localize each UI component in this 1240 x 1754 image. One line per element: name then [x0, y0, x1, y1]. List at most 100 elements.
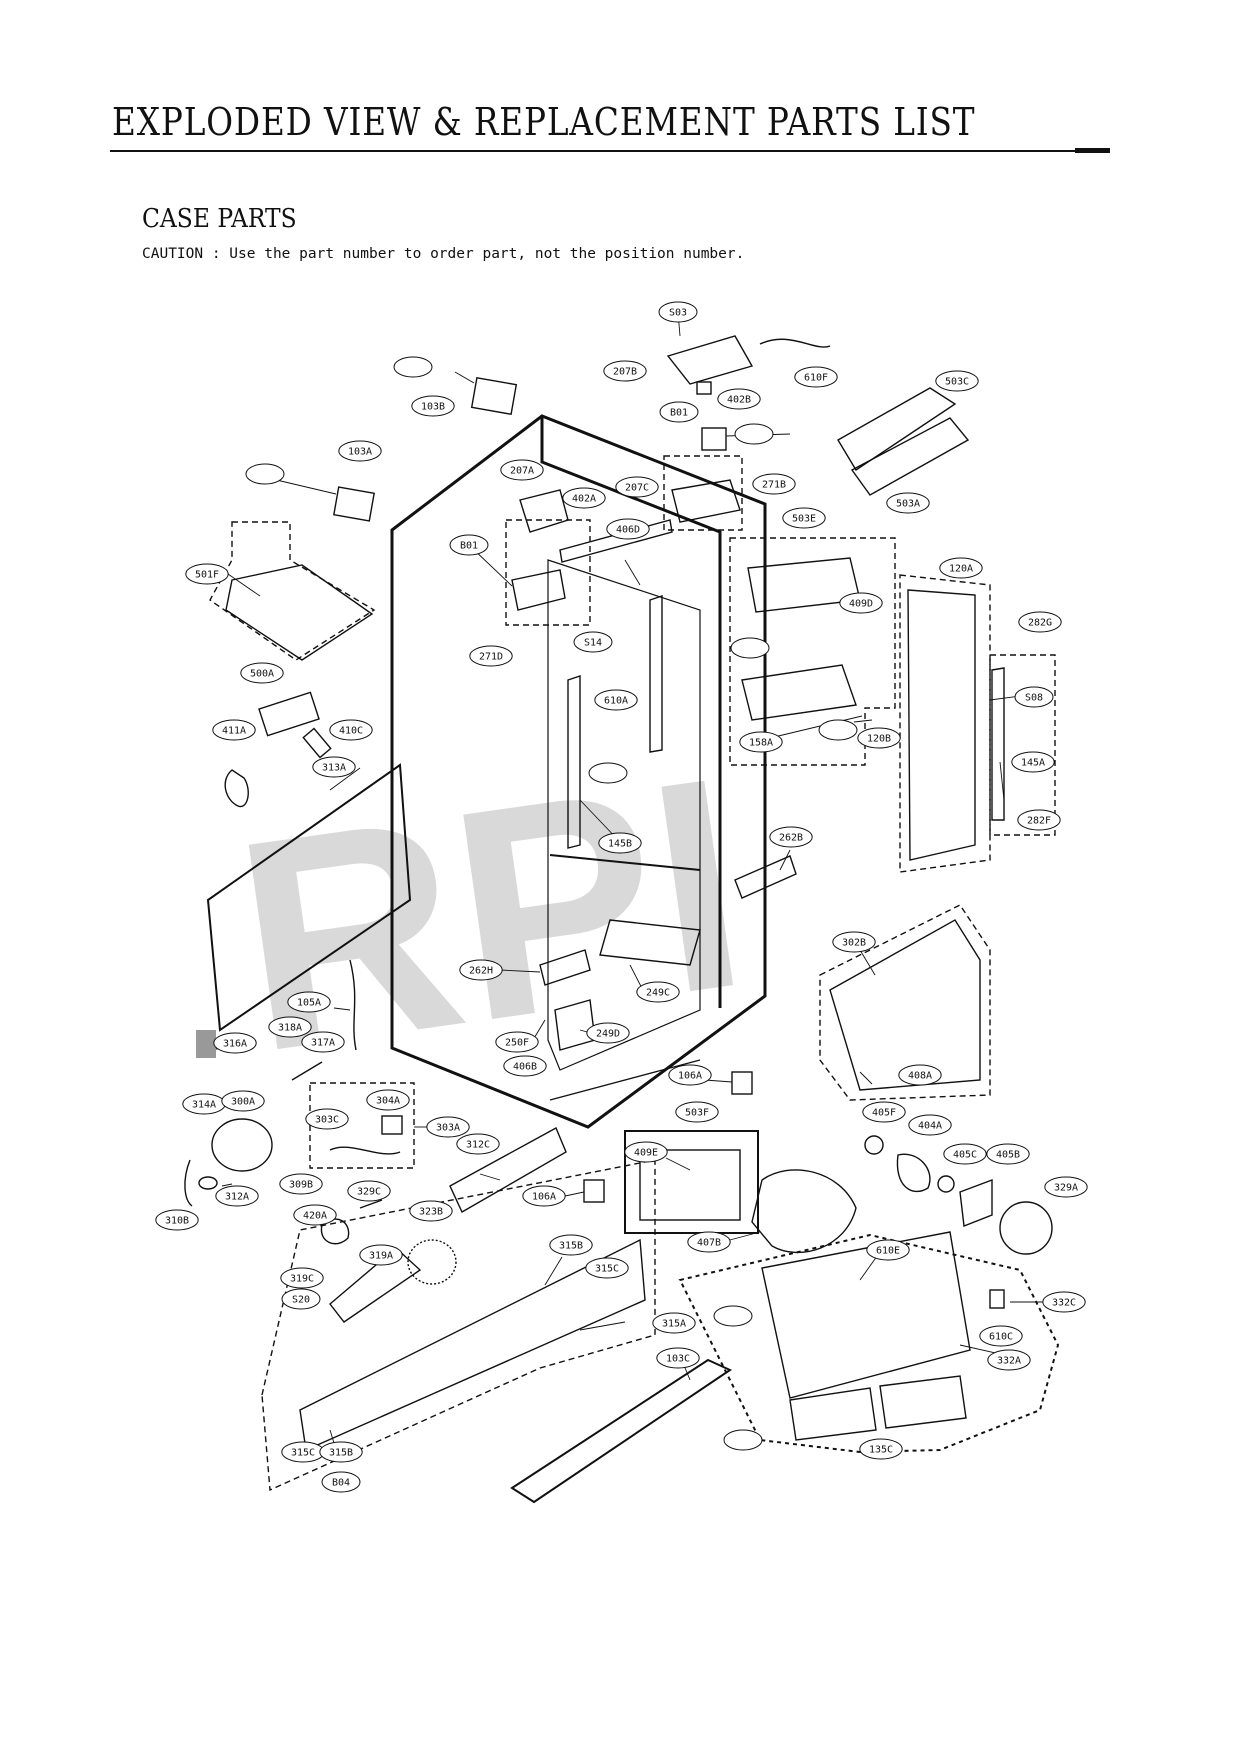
- callout-332c: 332C: [1042, 1291, 1086, 1313]
- part-302B: [829, 919, 981, 1091]
- callout-501f: 501F: [185, 563, 229, 585]
- watermark: RPI: [220, 713, 762, 1115]
- callout-label: 503F: [685, 1108, 709, 1119]
- callout-145a: 145A: [1011, 751, 1055, 773]
- callout-label: 207A: [510, 466, 534, 477]
- callout-oval: [939, 557, 983, 579]
- callout-316a: 316A: [213, 1032, 257, 1054]
- callout-315ca: 315C: [585, 1257, 629, 1279]
- callout-282f: 282F: [1017, 809, 1061, 831]
- part-103B: [470, 376, 518, 416]
- callout-503f: 503F: [675, 1101, 719, 1123]
- callout-oval: [185, 563, 229, 585]
- callout-label: 402B: [727, 395, 751, 406]
- callout-label: 158A: [749, 738, 773, 749]
- callout-oval: [832, 931, 876, 953]
- callout-label: 315A: [662, 1319, 686, 1330]
- callout-407b: 407B: [687, 1231, 731, 1253]
- page-title: EXPLODED VIEW & REPLACEMENT PARTS LIST: [112, 100, 976, 144]
- callout-402a: 402A: [562, 487, 606, 509]
- callout-103b: 103B: [411, 395, 455, 417]
- callout-oval: [338, 440, 382, 462]
- callout-label: 318A: [278, 1023, 302, 1034]
- callout-label: 409D: [849, 599, 873, 610]
- callout-411a: 411A: [212, 719, 256, 741]
- group-503E: [729, 537, 896, 766]
- callout-oval: [606, 518, 650, 540]
- part-135C-b: [879, 1375, 967, 1429]
- callout-oval: [215, 1185, 259, 1207]
- callout-label: 410C: [339, 726, 363, 737]
- callout-oval: [717, 388, 761, 410]
- part-106A-a: [731, 1071, 753, 1095]
- callout-103a: 103A: [338, 440, 382, 462]
- callout-label: 319A: [369, 1251, 393, 1262]
- callout-oval: [293, 1204, 337, 1226]
- group-501F: [209, 521, 376, 661]
- part-404A: [896, 1153, 931, 1193]
- callout-oval: [598, 832, 642, 854]
- callout-oval: [155, 1209, 199, 1231]
- callout-oval: [312, 756, 356, 778]
- callout-label: 405C: [953, 1150, 977, 1161]
- callout-300a: 300A: [221, 1090, 265, 1112]
- callout-label: 503A: [896, 499, 920, 510]
- callout-106aa: 106A: [668, 1064, 712, 1086]
- callout-label: 323B: [419, 1207, 443, 1218]
- callout-label: 282G: [1028, 618, 1052, 629]
- part-319A: [329, 1247, 422, 1323]
- part-501F: [225, 564, 374, 661]
- group-315A: [261, 1159, 656, 1492]
- callout-oval: [459, 959, 503, 981]
- group-332A: [678, 1233, 1060, 1454]
- callout-label: 316A: [223, 1039, 247, 1050]
- callout-oval: [522, 1185, 566, 1207]
- callout-label: 250F: [505, 1038, 529, 1049]
- callout-oval: [319, 1441, 363, 1463]
- callout-312c: 312C: [456, 1133, 500, 1155]
- caution-note: CAUTION : Use the part number to order p…: [142, 246, 745, 262]
- callout-oval: [752, 473, 796, 495]
- callout-503: S03: [658, 301, 698, 323]
- callout-oval: [866, 1239, 910, 1261]
- callout-label: B04: [332, 1478, 350, 1489]
- callout-oval: [503, 1055, 547, 1077]
- callout-312a: 312A: [215, 1185, 259, 1207]
- callout-oval: [782, 507, 826, 529]
- callout-oval: [794, 366, 838, 388]
- callout-label: 500A: [250, 669, 274, 680]
- callout-b01b: B01: [449, 534, 489, 556]
- callout-b01a: B01: [659, 401, 699, 423]
- callout-oval: [935, 370, 979, 392]
- callout-label: S03: [669, 308, 687, 319]
- part-317A: [291, 1061, 323, 1081]
- callout-262h: 262H: [459, 959, 503, 981]
- part-145A: [991, 667, 1005, 821]
- callout-label: 610F: [804, 373, 828, 384]
- callout-label: 329C: [357, 1187, 381, 1198]
- callout-oval: [615, 476, 659, 498]
- callout-oval: [411, 395, 455, 417]
- group-271D: [505, 519, 591, 626]
- callout-label: 313A: [322, 763, 346, 774]
- callout-158a: 158A: [739, 731, 783, 753]
- callout-oval: [281, 1288, 321, 1310]
- callout-label: B01: [670, 408, 688, 419]
- callout-302b: 302B: [832, 931, 876, 953]
- part-106A-b: [583, 1179, 605, 1203]
- part-B01-motor: [701, 427, 727, 451]
- callout-315ba: 315B: [549, 1234, 593, 1256]
- callout-oval: [769, 826, 813, 848]
- callout-label: 610E: [876, 1246, 900, 1257]
- part-249C: [599, 919, 701, 966]
- callout-315cb: 315C: [281, 1441, 325, 1463]
- callout-label: 315B: [559, 1241, 583, 1252]
- callout-oval: [456, 1133, 500, 1155]
- callout-oval: [675, 1101, 719, 1123]
- callout-label: 303C: [315, 1115, 339, 1126]
- callout-323b: 323B: [409, 1200, 453, 1222]
- callout-207c: 207C: [615, 476, 659, 498]
- part-405F: [864, 1135, 884, 1155]
- callout-label: 406D: [616, 525, 640, 536]
- callout-oval: [495, 1031, 539, 1053]
